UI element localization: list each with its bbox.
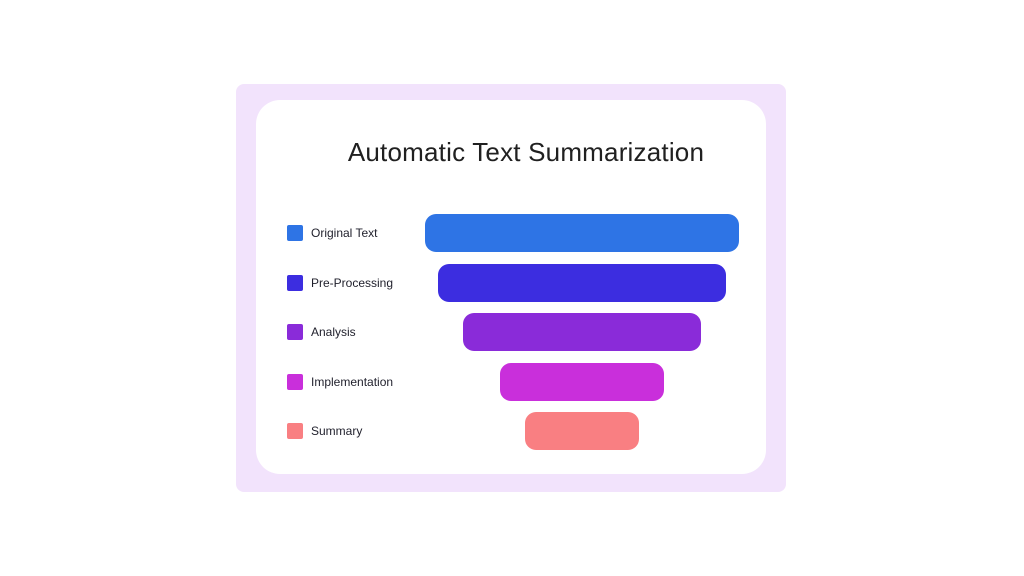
funnel-row: Implementation bbox=[0, 362, 1024, 401]
legend-label: Implementation bbox=[311, 374, 394, 389]
legend-label: Pre-Processing bbox=[311, 275, 394, 290]
legend-label: Summary bbox=[311, 424, 363, 438]
legend-swatch bbox=[287, 373, 303, 390]
legend-label: Original Text bbox=[311, 226, 378, 240]
funnel-bar bbox=[437, 263, 727, 302]
legend-swatch bbox=[287, 423, 303, 439]
funnel-row: Analysis bbox=[0, 313, 1024, 351]
funnel-row: Pre-Processing bbox=[0, 263, 1024, 302]
funnel-row: Original Text bbox=[0, 214, 1024, 252]
legend-swatch bbox=[287, 324, 303, 340]
chart-title: Automatic Text Summarization bbox=[347, 137, 705, 167]
legend-label: Analysis bbox=[311, 325, 356, 339]
funnel-bar bbox=[425, 214, 739, 252]
funnel-bar bbox=[525, 412, 639, 450]
funnel-bar bbox=[462, 313, 702, 351]
legend-swatch bbox=[287, 225, 303, 241]
funnel-bar bbox=[500, 362, 664, 401]
funnel-row: Summary bbox=[0, 412, 1024, 450]
legend-swatch bbox=[287, 274, 303, 291]
